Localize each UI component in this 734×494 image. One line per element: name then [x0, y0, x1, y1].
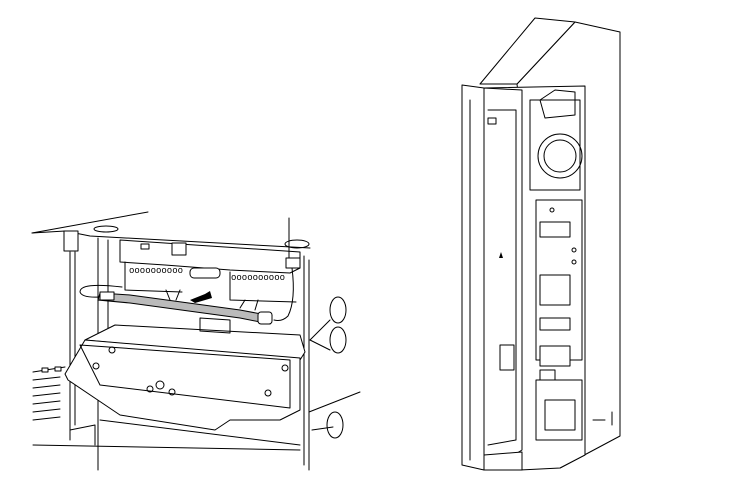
tower-case-illustration	[461, 17, 621, 471]
vent-slots: oooooooooo	[231, 273, 285, 283]
direction-arrow-icon	[190, 291, 212, 303]
vent-slots: oooooooooo	[129, 266, 183, 276]
cable-installation-illustration: oooooooooo oooooooooo	[31, 211, 361, 471]
